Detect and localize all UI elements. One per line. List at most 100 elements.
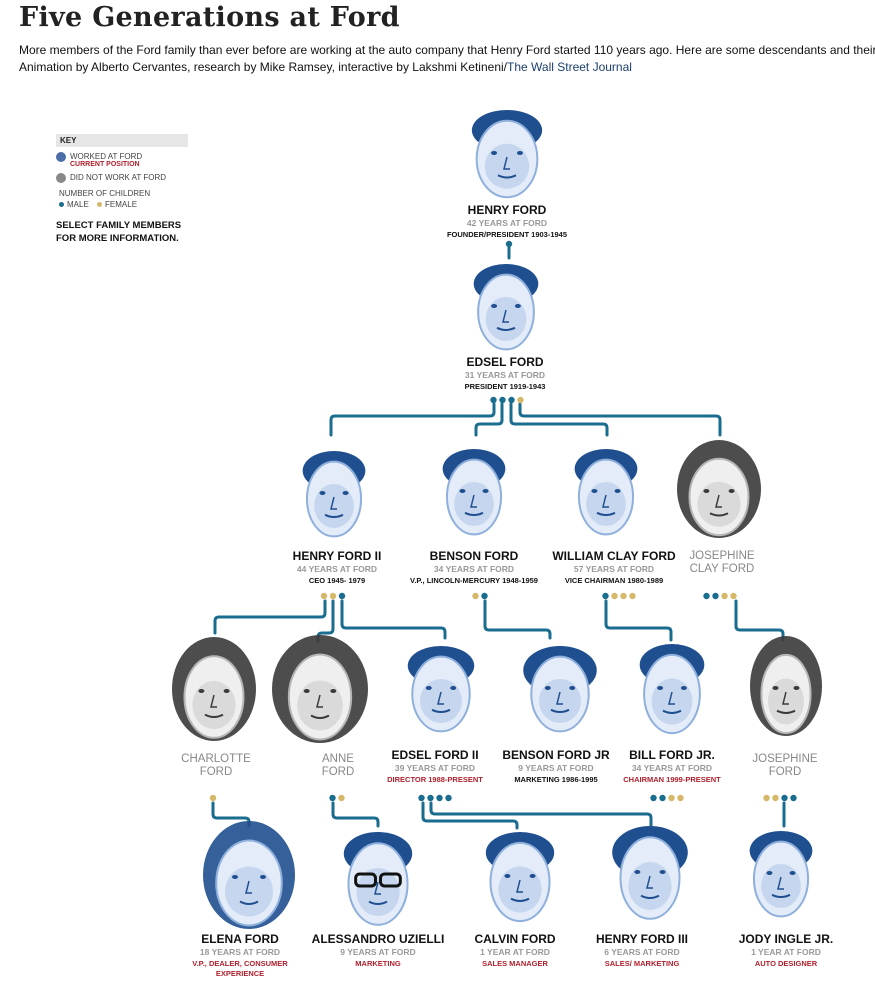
person-years: 6 YEARS AT FORD — [604, 947, 680, 957]
person-name-line-1: ANNE — [322, 753, 354, 765]
male-child-dot — [490, 396, 497, 404]
portrait-benson-ford[interactable] — [431, 441, 517, 550]
person-years: 31 YEARS AT FORD — [464, 370, 546, 380]
person-years: 1 YEAR AT FORD — [480, 947, 550, 957]
male-child-dot — [505, 240, 513, 248]
portrait-edsel-ford[interactable] — [462, 256, 550, 365]
key-children-label: NUMBER OF CHILDREN — [59, 189, 151, 198]
person-calvin-ford[interactable]: CALVIN FORD 1 YEAR AT FORD SALES MANAGER — [440, 932, 590, 969]
portrait-henry-ford-ii[interactable] — [291, 443, 377, 552]
person-name: JODY INGLE JR. — [738, 932, 834, 946]
key-not-worked-row: DID NOT WORK AT FORD — [56, 173, 256, 183]
portrait-bill-ford-jr[interactable] — [628, 636, 716, 749]
person-position: MARKETING 1986-1995 — [514, 775, 598, 784]
portrait-william-clay-ford[interactable] — [563, 441, 649, 550]
connector-josephineclay-josephine — [734, 599, 785, 642]
male-child-dot — [659, 794, 666, 802]
portrait-charlotte-ford[interactable] — [168, 637, 260, 754]
male-child-dot — [508, 396, 515, 404]
female-child-dot — [329, 592, 337, 600]
person-benson-ford-jr[interactable]: BENSON FORD JR 9 YEARS AT FORD MARKETING… — [481, 748, 631, 785]
female-dot-icon — [97, 202, 103, 208]
portrait-benson-ford-jr[interactable] — [515, 638, 605, 747]
person-name: EDSEL FORD — [466, 355, 544, 369]
female-child-dot — [763, 794, 770, 802]
page-subtitle: More members of the Ford family than eve… — [19, 42, 875, 76]
female-child-dot — [668, 794, 675, 802]
key-gender-row: MALE FEMALE — [56, 200, 256, 209]
person-henry-ford-ii[interactable]: HENRY FORD II 44 YEARS AT FORD CEO 1945-… — [262, 549, 412, 586]
female-child-dot — [772, 794, 779, 802]
key-not-worked-label: DID NOT WORK AT FORD — [70, 173, 167, 182]
person-anne-ford[interactable]: ANNE FORD — [263, 753, 413, 779]
person-name: ELENA FORD — [201, 932, 279, 946]
person-position-line-2: EXPERIENCE — [215, 969, 265, 978]
person-name: CALVIN FORD — [474, 932, 556, 946]
connector-edsel-benson — [474, 402, 504, 437]
select-instruction: SELECT FAMILY MEMBERS FOR MORE INFORMATI… — [56, 219, 256, 245]
person-jody-ingle-jr[interactable]: JODY INGLE JR. 1 YEAR AT FORD AUTO DESIG… — [711, 932, 861, 969]
person-henry-ford[interactable]: HENRY FORD 42 YEARS AT FORD FOUNDER/PRES… — [432, 203, 582, 240]
person-position: DIRECTOR 1988-PRESENT — [387, 775, 483, 784]
male-child-dot — [418, 794, 425, 802]
person-josephine-ford[interactable]: JOSEPHINE FORD — [710, 753, 860, 779]
female-child-dot — [472, 592, 479, 600]
person-bill-ford-jr[interactable]: BILL FORD JR. 34 YEARS AT FORD CHAIRMAN … — [597, 748, 747, 785]
female-child-dot — [209, 794, 217, 802]
connector-edselii-henryiii — [429, 801, 653, 828]
person-benson-ford[interactable]: BENSON FORD 34 YEARS AT FORD V.P., LINCO… — [399, 549, 549, 586]
person-edsel-ford-ii[interactable]: EDSEL FORD II 39 YEARS AT FORD DIRECTOR … — [360, 748, 510, 785]
portrait-henry-ford-iii[interactable] — [604, 818, 696, 935]
connector-edsel-josephine — [518, 402, 722, 437]
connector-edsel-henry-ii — [329, 402, 496, 437]
male-child-dot — [790, 794, 797, 802]
portrait-anne-ford[interactable] — [272, 635, 368, 756]
source-link[interactable]: The Wall Street Journal — [507, 60, 632, 74]
portrait-jody-ingle-jr[interactable] — [738, 823, 824, 932]
person-position: VICE CHAIRMAN 1980-1989 — [564, 576, 664, 585]
person-years: 1 YEAR AT FORD — [751, 947, 821, 957]
person-position-line-1: V.P., DEALER, CONSUMER — [192, 959, 288, 968]
male-child-dot — [436, 794, 443, 802]
key-heading: KEY — [56, 134, 188, 147]
person-name-line-1: CHARLOTTE — [181, 753, 251, 765]
connector-charlotte-elena — [211, 801, 251, 828]
person-elena-ford[interactable]: ELENA FORD 18 YEARS AT FORD V.P., DEALER… — [165, 932, 315, 979]
portrait-josephine-ford[interactable] — [746, 636, 826, 749]
female-child-dot — [629, 592, 636, 600]
credits: Animation by Alberto Cervantes, research… — [19, 60, 507, 74]
male-child-dot — [650, 794, 657, 802]
portrait-alessandro-uzielli[interactable] — [332, 824, 424, 941]
person-josephine-clay-ford[interactable]: JOSEPHINE CLAY FORD — [647, 550, 797, 576]
key-male-label: MALE — [67, 200, 89, 209]
person-position: FOUNDER/PRESIDENT 1903-1945 — [446, 230, 568, 239]
person-name: BENSON FORD — [429, 549, 519, 563]
portrait-henry-ford[interactable] — [460, 102, 554, 213]
portrait-josephine-clay-ford[interactable] — [673, 440, 765, 551]
connector-henryii-charlotte — [213, 599, 327, 635]
person-name: ALESSANDRO UZIELLI — [311, 932, 445, 946]
male-child-dot — [499, 396, 506, 404]
portrait-elena-ford[interactable] — [199, 821, 299, 942]
select-line-2: FOR MORE INFORMATION. — [56, 233, 179, 244]
person-position: V.P., DEALER, CONSUMER EXPERIENCE — [165, 959, 315, 979]
person-edsel-ford[interactable]: EDSEL FORD 31 YEARS AT FORD PRESIDENT 19… — [430, 355, 580, 392]
subtitle-line-1: More members of the Ford family than eve… — [19, 43, 875, 57]
portrait-calvin-ford[interactable] — [474, 824, 566, 937]
connector-henryii-edsel-ii — [340, 599, 447, 640]
portrait-edsel-ford-ii[interactable] — [396, 638, 486, 747]
person-william-clay-ford[interactable]: WILLIAM CLAY FORD 57 YEARS AT FORD VICE … — [539, 549, 689, 586]
person-position: SALES/ MARKETING — [604, 959, 680, 968]
person-henry-ford-iii[interactable]: HENRY FORD III 6 YEARS AT FORD SALES/ MA… — [567, 932, 717, 969]
person-name: BILL FORD JR. — [629, 748, 715, 762]
connector-benson-bensonjr — [483, 599, 552, 640]
subtitle-line-2: Animation by Alberto Cervantes, research… — [19, 59, 875, 76]
male-child-dot — [427, 794, 434, 802]
person-alessandro-uzielli[interactable]: ALESSANDRO UZIELLI 9 YEARS AT FORD MARKE… — [303, 932, 453, 969]
person-name-line-2: FORD — [768, 766, 802, 778]
male-child-dot — [781, 794, 788, 802]
person-charlotte-ford[interactable]: CHARLOTTE FORD — [141, 753, 291, 779]
not-worked-dot-icon — [56, 173, 66, 183]
person-name: BENSON FORD JR — [502, 748, 610, 762]
